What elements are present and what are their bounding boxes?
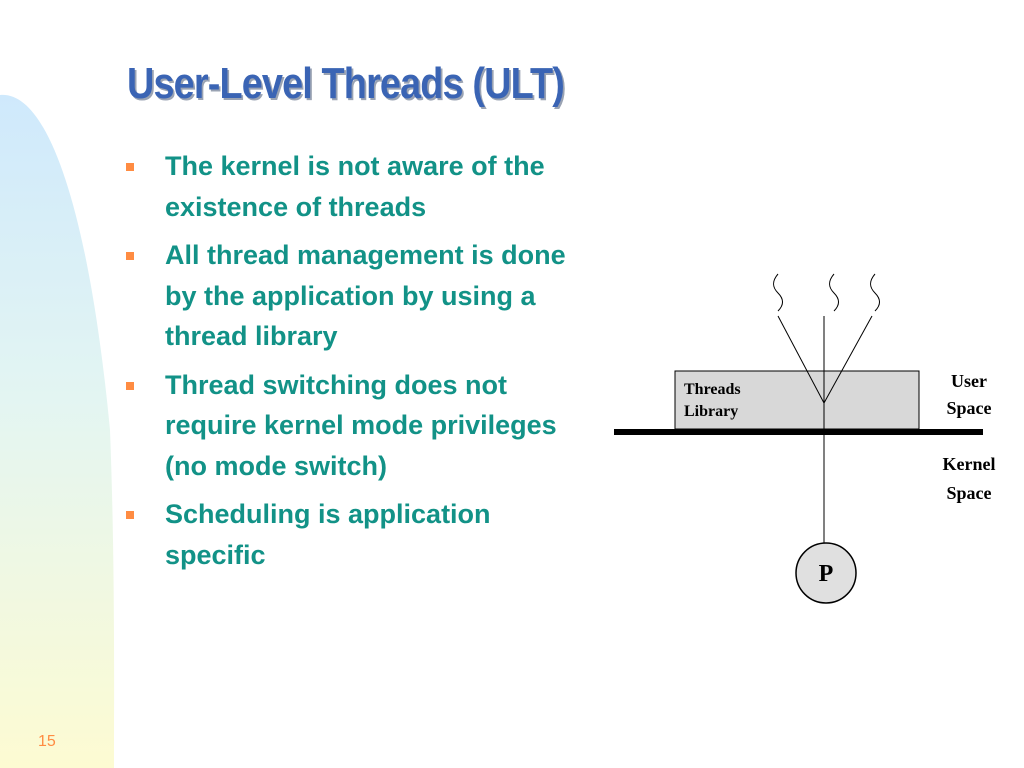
orange-square-bullet-icon <box>126 511 134 519</box>
kernel-space-label: Kernel <box>943 454 996 474</box>
bullet-item: All thread management is done by the app… <box>125 235 595 357</box>
bullet-item: The kernel is not aware of the existence… <box>125 146 595 227</box>
bullet-text: Scheduling is application specific <box>165 499 491 570</box>
bullet-text: The kernel is not aware of the existence… <box>165 151 545 222</box>
bullet-text: Thread switching does not require kernel… <box>165 369 557 481</box>
bullet-item: Scheduling is application specific <box>125 494 595 575</box>
threads-library-box <box>674 370 920 430</box>
kernel-space-label: Space <box>947 483 992 503</box>
slide-number: 15 <box>38 733 56 750</box>
bullet-list: The kernel is not aware of the existence… <box>125 146 595 583</box>
wavy-thread-icon <box>870 273 880 312</box>
bullet-text: All thread management is done by the app… <box>165 240 566 351</box>
bullet-item: Thread switching does not require kernel… <box>125 365 595 487</box>
ult-diagram: Threads Library User Space Kernel Space … <box>614 273 996 604</box>
orange-square-bullet-icon <box>126 163 134 171</box>
process-label: P <box>819 561 834 587</box>
orange-square-bullet-icon <box>126 252 134 260</box>
slide-title: User-Level Threads (ULT) <box>127 59 565 108</box>
threads-library-label: Library <box>684 403 738 420</box>
thread-line <box>823 315 873 404</box>
decorative-gradient-band <box>0 94 115 768</box>
orange-square-bullet-icon <box>126 381 134 390</box>
user-space-label: Space <box>947 398 992 418</box>
thread-line <box>777 315 825 404</box>
threads-library-label: Threads <box>684 381 741 398</box>
wavy-thread-icon <box>829 273 839 312</box>
wavy-thread-icon <box>773 273 783 312</box>
process-circle <box>795 542 857 604</box>
user-space-label: User <box>951 371 987 391</box>
